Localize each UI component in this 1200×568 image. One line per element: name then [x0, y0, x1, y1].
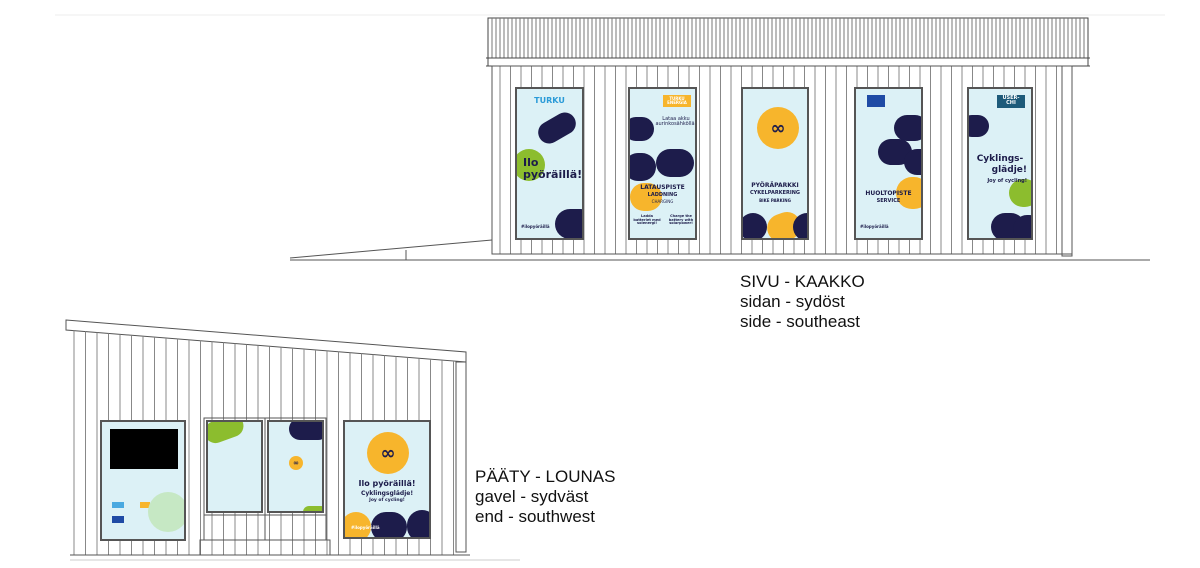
turku-energia-logo	[140, 502, 150, 508]
title-sv-1: Cyklings-	[976, 154, 1024, 164]
shape	[630, 117, 654, 141]
poster-cyklingsgladje: USER-CHI Cyklings- glädje! Joy of cyclin…	[967, 87, 1033, 240]
shape	[904, 149, 921, 175]
turku-logo	[112, 502, 124, 508]
turku-energia-logo: TURKU ENERGIA	[663, 95, 691, 108]
shape	[1009, 179, 1031, 207]
shape	[407, 510, 429, 537]
shape	[656, 149, 694, 177]
title-sv-2: glädje!	[991, 165, 1027, 175]
user-chi-logo	[148, 492, 184, 532]
hashtag: #ilopyöräillä	[351, 525, 380, 530]
hashtag: #ilopyöräillä	[860, 224, 889, 229]
poster-title: Ilo pyöräillä!	[523, 156, 583, 181]
bicycle-icon: ∞	[367, 432, 409, 474]
label-line: side - southeast	[740, 312, 861, 331]
label-line: sidan - sydöst	[740, 292, 845, 311]
label-southwest: PÄÄTY - LOUNAS gavel - sydväst end - sou…	[475, 467, 615, 527]
title-fi: PYÖRÄPARKKI	[751, 182, 799, 189]
poster-ilo-pyorailla-end: ∞ Ilo pyöräillä! Cyklingsglädje! Joy of …	[343, 420, 431, 539]
shape	[303, 506, 322, 511]
title-en: SERVICE	[876, 198, 901, 204]
bicycle-icon: ∞	[289, 456, 303, 470]
label-line: SIVU - KAAKKO	[740, 272, 865, 291]
bicycle-icon: ∞	[757, 107, 799, 149]
ramp	[289, 239, 493, 259]
title-sv: Cyklingsglädje!	[360, 490, 414, 497]
title-en: Joy of cycling!	[369, 498, 405, 503]
shape	[896, 177, 921, 209]
title-en: BIKE PARKING	[759, 198, 791, 203]
poster-ilo-pyorailla: TURKU Ilo pyöräillä! #ilopyöräillä	[515, 87, 584, 240]
note-sv: Ladda batteriet med solenergi!	[633, 214, 661, 226]
shape	[743, 213, 767, 238]
poster-pyoraparkki: ∞ PYÖRÄPARKKI CYKELPARKERING BIKE PARKIN…	[741, 87, 809, 240]
shape	[289, 422, 322, 440]
title-fi: HUOLTOPISTE	[865, 190, 912, 197]
eu-flag-logo	[112, 516, 124, 523]
shape	[630, 183, 662, 211]
title-en: Joy of cycling!	[987, 178, 1027, 184]
shape	[534, 108, 580, 148]
title-fi: Ilo pyöräillä!	[358, 479, 416, 488]
shape	[1013, 215, 1031, 238]
shape	[208, 422, 247, 447]
title-sv: LADDNING	[647, 192, 678, 198]
tagline: Lataa akku aurinkosähköllä!	[655, 116, 697, 128]
note-en: Charge the battery with solarpower!	[668, 214, 694, 226]
shape	[793, 213, 807, 238]
user-chi-logo: USER-CHI	[997, 95, 1025, 108]
title-en: CHARGING	[651, 199, 674, 204]
shape	[371, 512, 407, 537]
turku-logo: TURKU	[534, 96, 565, 105]
poster-huoltopiste: HUOLTOPISTE SERVICE #ilopyöräillä	[854, 87, 923, 240]
title-sv: CYKELPARKERING	[750, 190, 800, 196]
eu-flag-logo	[867, 95, 885, 107]
label-line: end - southwest	[475, 507, 596, 526]
shape	[555, 209, 582, 238]
poster-info-screen	[100, 420, 186, 541]
label-line: PÄÄTY - LOUNAS	[475, 467, 616, 486]
title-fi: LATAUSPISTE	[640, 184, 685, 191]
poster-door-right: ∞	[267, 420, 324, 513]
shape	[894, 115, 921, 141]
screen	[110, 429, 178, 469]
shape	[345, 512, 371, 537]
shape	[517, 149, 545, 181]
hashtag: #ilopyöräillä	[521, 224, 550, 229]
shape	[630, 153, 656, 181]
shape	[969, 115, 989, 137]
label-southeast: SIVU - KAAKKO sidan - sydöst side - sout…	[740, 272, 865, 332]
poster-latauspiste: TURKU ENERGIA Lataa akku aurinkosähköllä…	[628, 87, 697, 240]
poster-door-left	[206, 420, 263, 513]
roof-southeast	[486, 17, 1090, 67]
label-line: gavel - sydväst	[475, 487, 589, 506]
